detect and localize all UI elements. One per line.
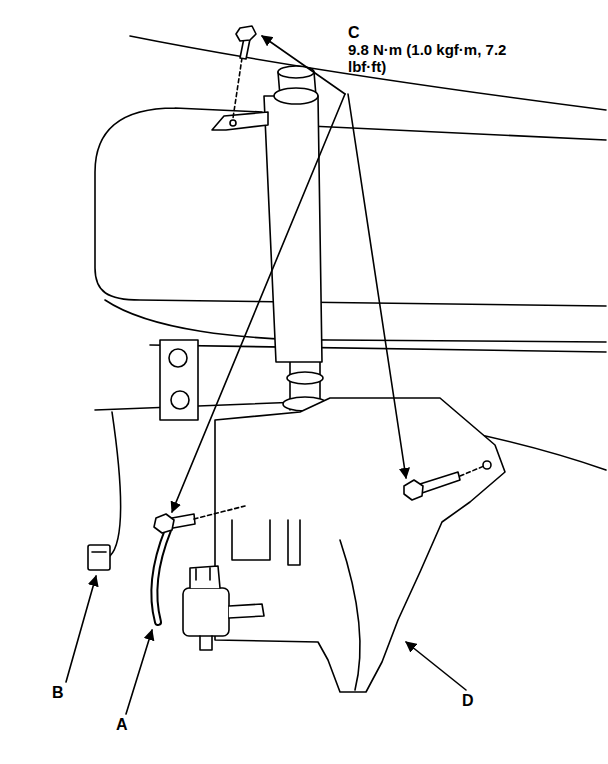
body-line xyxy=(130,36,606,110)
pump-nozzle xyxy=(229,604,264,618)
washer-pump xyxy=(183,588,229,636)
side-member xyxy=(160,340,198,420)
hole xyxy=(171,391,189,409)
filler-cap xyxy=(274,88,318,104)
callout-letter: C xyxy=(348,24,360,42)
neck-ring xyxy=(287,372,323,384)
leader-line xyxy=(66,576,96,682)
torque-spec: 9.8 N·m (1.0 kgf·m, 7.2 lbf·ft) xyxy=(348,42,526,75)
bolt xyxy=(172,514,195,528)
bolt-head xyxy=(236,26,256,41)
connector xyxy=(88,545,110,570)
callout-letter: D xyxy=(462,692,474,710)
bolt-hole xyxy=(230,120,236,126)
pump-outlet xyxy=(200,636,212,650)
reservoir-tank xyxy=(215,398,505,692)
tank-slot xyxy=(232,520,300,565)
bolt xyxy=(420,472,460,493)
leader-line xyxy=(172,94,345,512)
callout-letter: A xyxy=(116,716,128,734)
leader-line xyxy=(348,94,406,478)
bolt-axis xyxy=(194,506,245,519)
filler-tube xyxy=(264,96,322,362)
bolt-axis xyxy=(460,466,484,476)
tank-edge xyxy=(340,540,360,690)
fender-panel xyxy=(95,108,606,306)
leader-line xyxy=(126,630,152,714)
leader-line xyxy=(406,642,466,690)
wire xyxy=(110,412,121,556)
callout-letter: B xyxy=(52,684,64,702)
bolt-head xyxy=(404,480,423,500)
washer-hose xyxy=(154,530,168,622)
panel-edge xyxy=(105,300,606,342)
mount-hole xyxy=(483,461,491,469)
connector xyxy=(92,551,106,553)
bolt-head xyxy=(154,514,174,533)
washer-hose xyxy=(154,530,168,622)
leader-line xyxy=(262,36,345,94)
bracket xyxy=(212,112,268,130)
hole xyxy=(169,349,187,367)
bolt-axis xyxy=(233,58,242,118)
pump-connector xyxy=(190,566,220,588)
